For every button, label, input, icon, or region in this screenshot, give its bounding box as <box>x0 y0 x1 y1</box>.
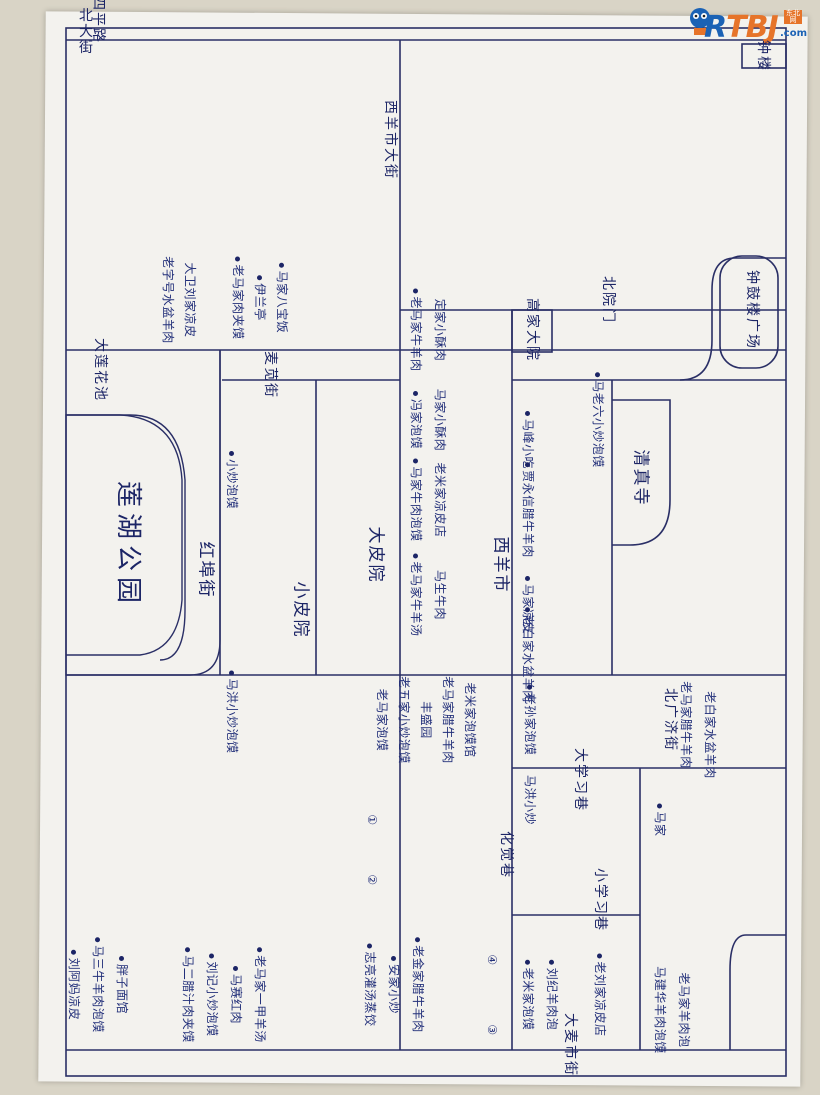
shop-col2-2: 刘记小炒泡馍 <box>205 953 219 1037</box>
shop-col1-3: 胖子面馆 <box>115 955 129 1014</box>
dapi-shop-4: 老马家腊牛羊肉 <box>441 676 455 764</box>
gaojia-box <box>511 309 553 353</box>
shop-col10-1: 定家小酥肉 <box>433 298 447 362</box>
shop-col9-1: 老马家牛羊肉 <box>409 288 423 372</box>
shop-col4-1: 老米家泡馍 <box>521 959 535 1030</box>
shop-col9-4: 老马家牛羊汤 <box>409 553 423 637</box>
street-zhonglou: 钟楼 <box>755 40 771 72</box>
mascot-icon <box>690 8 710 35</box>
shop-col1-2: 马三牛羊肉泡馍 <box>91 937 105 1033</box>
shop-col8-1: 老马家肉夹馍 <box>231 256 245 340</box>
area-dapi: 大皮院 <box>365 526 386 584</box>
street-daxue: 大学习巷 <box>572 748 588 812</box>
shop-col1-1: 刘阿妈凉皮 <box>67 949 81 1020</box>
circled-2: ② <box>365 874 379 886</box>
shop-col8-3: 马家八宝饭 <box>275 262 289 333</box>
shop-col7-1: 老字号水盆羊肉 <box>161 256 175 344</box>
shop-col10-4: 马生牛肉 <box>433 569 447 621</box>
zhonglou-box <box>741 43 787 69</box>
street-huajue: 化觉巷 <box>498 831 514 879</box>
shop-col4-3: 老刘家凉皮店 <box>593 953 607 1037</box>
east2-shop-1: 马老六小炒泡馍 <box>591 372 605 468</box>
street-maiji: 麦苋街 <box>262 351 278 399</box>
dapi-shop-2: 老五家小炒泡馍 <box>397 676 411 764</box>
area-qingzhen: 清真寺 <box>630 449 651 507</box>
shop-col3-3: 老金家腊牛羊肉 <box>411 937 425 1033</box>
area-zhonggu: 钟鼓楼广场 <box>744 270 760 350</box>
circled-1: ① <box>365 814 379 826</box>
area-gaojia: 高家大院 <box>524 298 540 362</box>
shop-col9-3: 马家牛肉泡馍 <box>409 458 423 542</box>
park-outline <box>65 350 221 676</box>
street-beiguangji: 北广济街 <box>662 688 678 752</box>
logo-domain: .com <box>780 28 808 39</box>
shop-col7-2: 大卫刘家凉皮 <box>183 262 197 338</box>
logo-tag: 东北网 <box>784 9 802 24</box>
shop-col4-5: 老马家羊肉泡 <box>677 972 691 1048</box>
circled-4: ④ <box>485 954 499 966</box>
xiyang-shop-2: 贾永信腊牛羊肉 <box>521 462 535 558</box>
east3-shop-1: 马家 <box>653 803 667 837</box>
south1-shop-2: 老白家水盆羊肉 <box>703 691 717 779</box>
corner-top-right: 北大街 <box>79 8 93 56</box>
shop-col8-2: 伊兰亭 <box>253 275 267 321</box>
shop-col10-3: 老米家凉皮店 <box>433 462 447 538</box>
qingzhen-block <box>612 399 671 546</box>
dapi-shop-3: 丰盛园 <box>419 701 433 739</box>
shop-col2-4: 老马家一甲羊汤 <box>253 947 267 1043</box>
circled-3: ③ <box>485 1024 499 1036</box>
map-frame <box>65 27 787 1077</box>
shop-col9-2: 冯家泡馍 <box>409 390 423 449</box>
street-beiyuanmen: 北院门 <box>600 276 616 324</box>
park-inner <box>66 414 183 656</box>
street-hongbu: 红埠街 <box>195 541 216 599</box>
shop-col3-2: 安家小炒 <box>387 955 401 1014</box>
shop-col6-1: 小炒泡馍 <box>225 450 239 509</box>
zhonggu-curve <box>679 257 786 381</box>
area-xiyang: 西羊市 <box>490 536 511 594</box>
shop-col5-1: 马洪小炒泡馍 <box>225 670 239 754</box>
logo-text: RTBJ <box>704 10 779 45</box>
south1-shop-1: 老马家腊牛羊肉 <box>679 681 693 769</box>
dapi-shop-1: 老马家泡馍 <box>375 688 389 752</box>
shop-col2-1: 马二腊汁肉夹馍 <box>181 947 195 1043</box>
shop-col4-2: 刘纪羊肉泡 <box>545 959 559 1030</box>
area-xiaopi: 小皮院 <box>290 581 311 639</box>
east1-shop-1: 老孙家泡馍 <box>523 684 537 755</box>
dapi-shop-5: 老米家泡馍馆 <box>463 682 477 758</box>
street-damaishi: 大麦市街 <box>562 1013 578 1077</box>
east1-shop-2: 马洪小炒 <box>523 774 537 826</box>
zhonggu-box <box>719 255 779 369</box>
shop-col10-2: 马家小酥肉 <box>433 388 447 452</box>
shop-col2-3: 马赛红肉 <box>229 965 243 1024</box>
street-daqi: 大莲花池 <box>92 338 108 402</box>
street-xiyang-dajie: 西羊市大街 <box>382 100 398 180</box>
site-logo: RTBJ 东北网 .com <box>688 4 816 48</box>
se-curve <box>729 934 786 1050</box>
street-xiaoxue: 小学习巷 <box>592 868 608 932</box>
shop-col3-1: 志亮灌汤蒸饺 <box>363 943 377 1027</box>
xiyang-shop-1: 马峰小吃 <box>521 410 535 469</box>
shop-col4-4: 马建华羊肉泡馍 <box>653 966 667 1054</box>
park-lianhu: 莲湖公园 <box>113 480 143 610</box>
